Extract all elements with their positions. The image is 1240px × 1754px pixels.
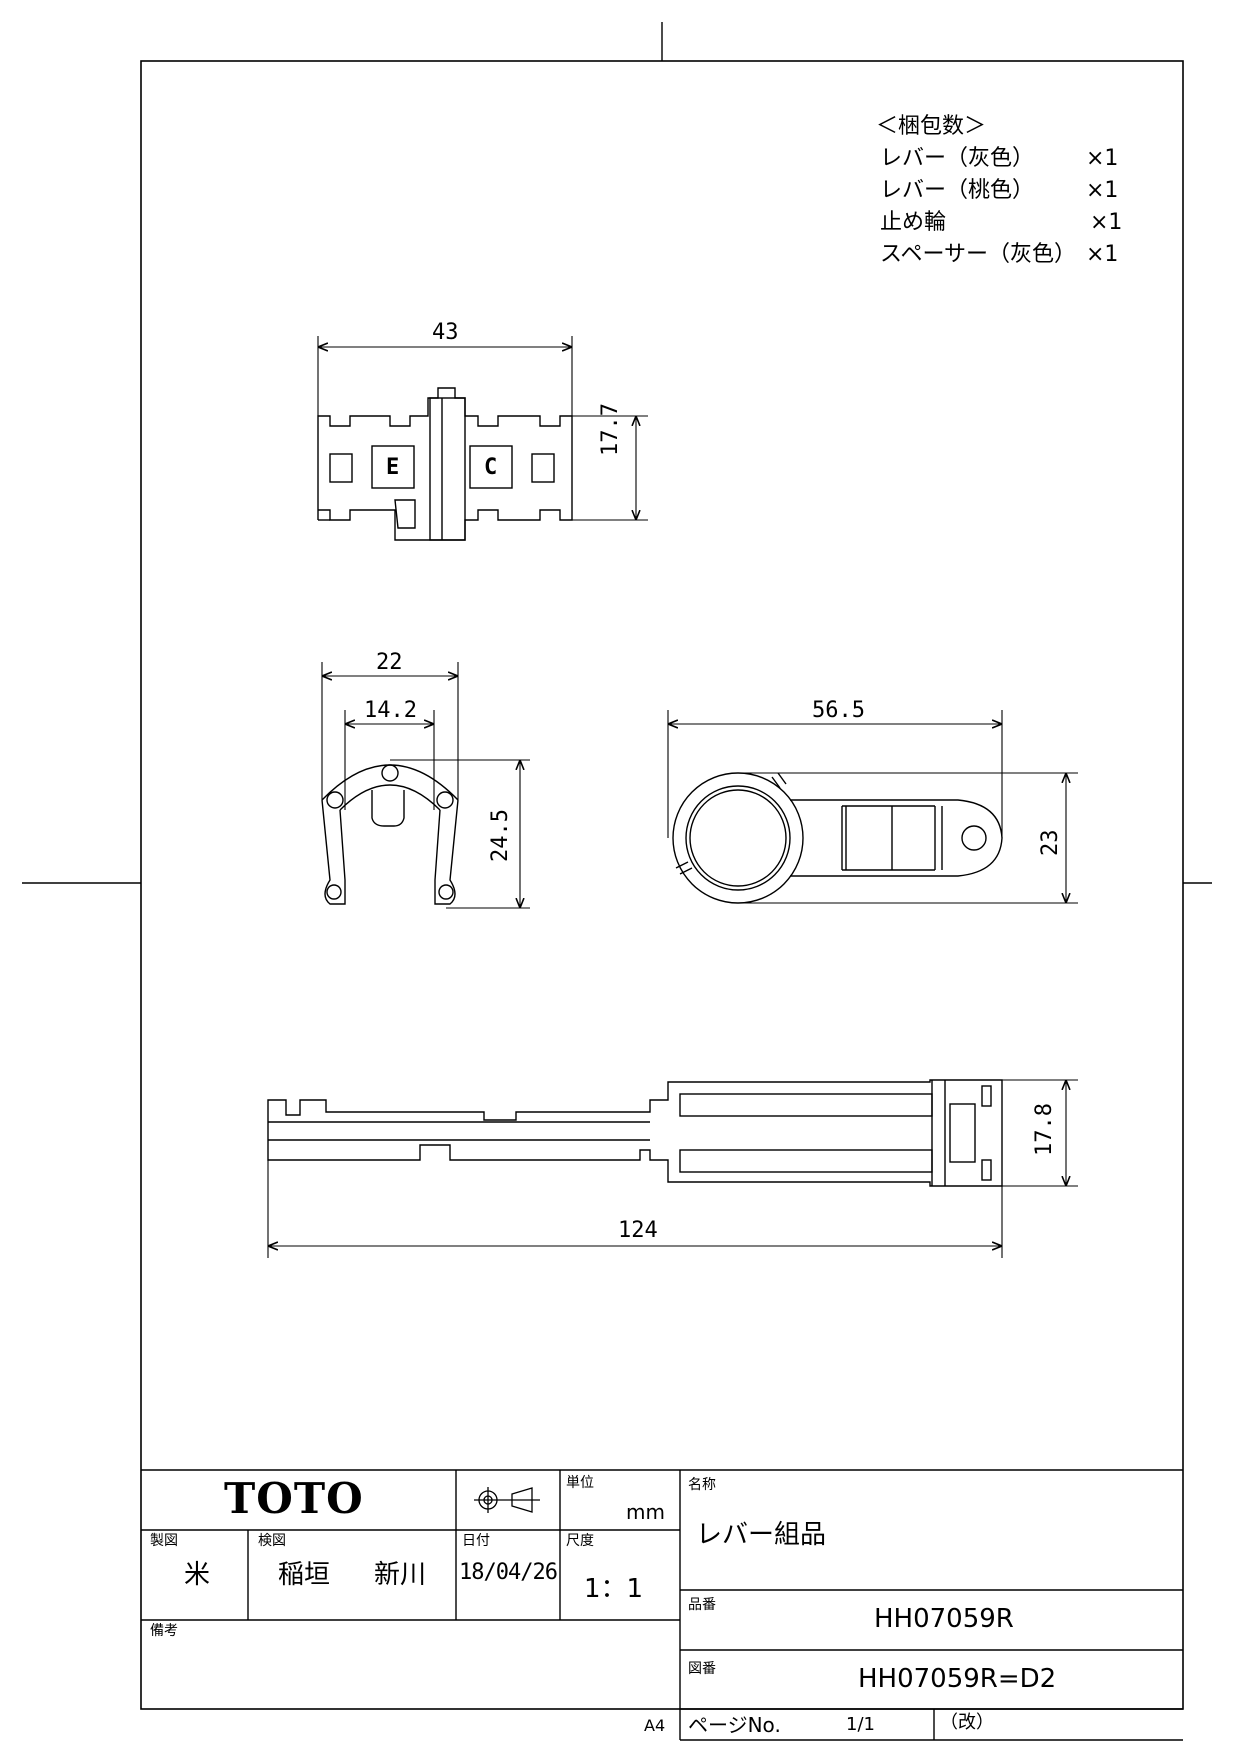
name-value: レバー組品 — [696, 1520, 827, 1550]
spacer-mark-e: E — [386, 455, 400, 480]
lever-dimensions — [667, 710, 1078, 904]
drawing-frame — [140, 60, 1184, 1710]
packing-item-name: 止め輪 — [880, 210, 947, 235]
dim-spacer-width: 43 — [432, 320, 459, 345]
drawing-no-value: HH07059R=D2 — [858, 1664, 1057, 1694]
title-block-grid — [141, 1469, 1183, 1741]
revision-label: （改） — [940, 1712, 994, 1733]
packing-heading: ＜梱包数＞ — [876, 114, 987, 139]
packing-item-qty: ×1 — [1086, 178, 1119, 203]
scale-value: 1：1 — [584, 1574, 644, 1604]
checker-label: 検図 — [258, 1533, 286, 1549]
scale-label: 尺度 — [566, 1533, 594, 1549]
projection-symbol-icon — [474, 1487, 540, 1513]
dim-rod-length: 124 — [618, 1218, 658, 1243]
retaining-ring-view — [321, 764, 459, 905]
dim-spacer-height: 17.7 — [598, 403, 623, 456]
packing-item-name: スペーサー（灰色） — [880, 242, 1077, 267]
checker-value: 稲垣 — [278, 1560, 331, 1590]
dim-lever-height: 23 — [1038, 829, 1063, 857]
dim-rod-height: 17.8 — [1032, 1103, 1057, 1156]
rod-dimensions — [267, 1079, 1078, 1258]
packing-item-qty: ×1 — [1086, 242, 1119, 267]
date-label: 日付 — [462, 1533, 490, 1549]
spacer-view — [317, 387, 573, 541]
dim-ring-height: 24.5 — [488, 809, 513, 862]
date-value: 18/04/26 — [459, 1560, 558, 1585]
packing-item-name: レバー（灰色） — [880, 146, 1035, 171]
part-no-label: 品番 — [688, 1597, 716, 1613]
name-label: 名称 — [688, 1477, 716, 1493]
unit-value: mm — [626, 1500, 665, 1524]
ring-dimensions — [321, 662, 530, 909]
spacer-dimensions — [317, 336, 648, 521]
page-value: 1/1 — [846, 1714, 875, 1735]
dim-ring-outer-width: 22 — [376, 650, 403, 675]
unit-label: 単位 — [566, 1475, 594, 1491]
dim-lever-width: 56.5 — [812, 698, 865, 723]
checker-value: 新川 — [374, 1560, 427, 1590]
paper-size: A4 — [644, 1716, 666, 1735]
packing-item-qty: ×1 — [1090, 210, 1123, 235]
drafter-value: 米 — [184, 1560, 211, 1590]
page-label: ページNo. — [688, 1713, 781, 1737]
packing-item-name: レバー（桃色） — [880, 178, 1035, 203]
brand-logo: TOTO — [224, 1474, 364, 1523]
rod-view — [267, 1079, 1003, 1187]
drawing-no-label: 図番 — [688, 1661, 716, 1677]
drafter-label: 製図 — [150, 1533, 178, 1549]
lever-view — [672, 772, 1003, 904]
dim-ring-inner-width: 14.2 — [364, 698, 417, 723]
remarks-label: 備考 — [150, 1623, 178, 1639]
part-no-value: HH07059R — [874, 1604, 1014, 1634]
packing-item-qty: ×1 — [1086, 146, 1119, 171]
spacer-mark-c: C — [484, 455, 498, 480]
